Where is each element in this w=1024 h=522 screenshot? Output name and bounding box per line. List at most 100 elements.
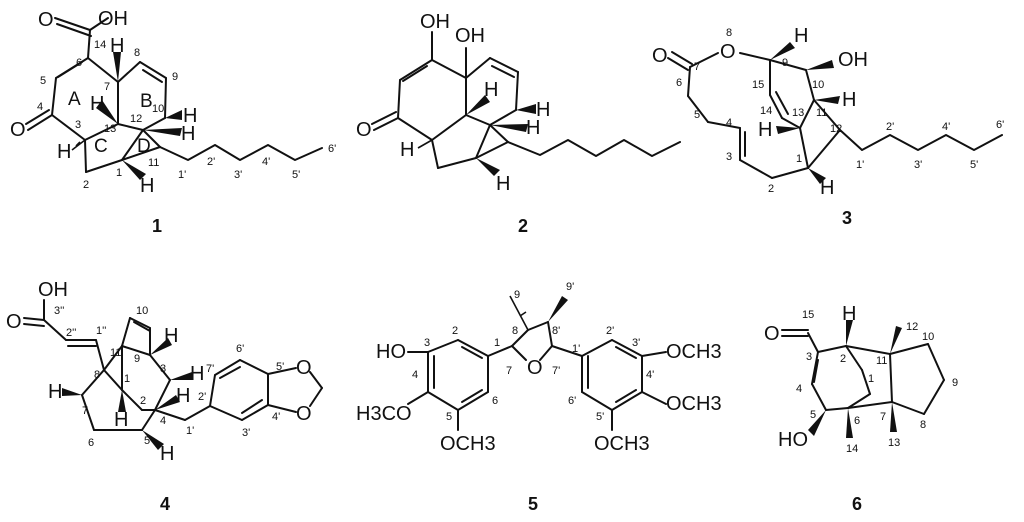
svg-text:8: 8 — [920, 419, 926, 431]
c2-oh-enol-label: OH — [420, 11, 450, 33]
c2-h-d-label: H — [400, 139, 414, 161]
c1-h3-label: H — [57, 141, 71, 163]
c3-h11-label: H — [842, 89, 856, 111]
svg-text:8: 8 — [134, 47, 140, 59]
c4-h5-label: H — [160, 443, 174, 465]
svg-text:4: 4 — [726, 117, 732, 129]
c3-o-ring-label: O — [720, 41, 736, 63]
c4-h7-label: H — [48, 381, 62, 403]
compound-6 — [781, 320, 945, 438]
svg-text:13: 13 — [104, 123, 116, 135]
compound-5-label: 5 — [528, 494, 538, 514]
svg-text:5': 5' — [596, 411, 604, 423]
svg-text:6: 6 — [76, 57, 82, 69]
svg-text:7: 7 — [82, 405, 88, 417]
c1-h12-label: H — [181, 123, 195, 145]
svg-text:6: 6 — [492, 395, 498, 407]
svg-text:5: 5 — [446, 411, 452, 423]
svg-text:4': 4' — [942, 121, 950, 133]
svg-text:4: 4 — [796, 383, 802, 395]
c4-h4-label: H — [176, 385, 190, 407]
svg-text:3: 3 — [75, 119, 81, 131]
svg-text:4': 4' — [262, 156, 270, 168]
svg-text:9: 9 — [952, 377, 958, 389]
c3-h9-label: H — [794, 25, 808, 47]
svg-text:2': 2' — [886, 121, 894, 133]
c2-oh-tert-label: OH — [455, 25, 485, 47]
c1-ring-d-label: D — [137, 136, 151, 157]
c4-oh-label: OH — [38, 279, 68, 301]
svg-text:1: 1 — [494, 337, 500, 349]
svg-text:13: 13 — [888, 437, 900, 449]
svg-text:4: 4 — [412, 369, 418, 381]
c3-h13-label: H — [758, 119, 772, 141]
svg-text:3': 3' — [234, 169, 242, 181]
svg-text:5: 5 — [694, 109, 700, 121]
svg-text:10: 10 — [812, 79, 824, 91]
svg-text:6': 6' — [236, 343, 244, 355]
compound-2-label: 2 — [518, 216, 528, 236]
c2-h-b-label: H — [536, 99, 550, 121]
svg-text:8: 8 — [726, 27, 732, 39]
svg-text:15: 15 — [802, 309, 814, 321]
c5-och3-4p-label: OCH3 — [666, 393, 722, 415]
svg-text:6: 6 — [676, 77, 682, 89]
c5-och3-5-label: OCH3 — [440, 433, 496, 455]
c1-h10-label: H — [183, 105, 197, 127]
c3-h1-label: H — [820, 177, 834, 199]
svg-text:2: 2 — [452, 325, 458, 337]
svg-text:3'': 3'' — [54, 305, 64, 317]
compound-4-label: 4 — [160, 494, 170, 514]
svg-text:4': 4' — [272, 411, 280, 423]
svg-text:2'': 2'' — [66, 327, 76, 339]
svg-text:6': 6' — [328, 143, 336, 155]
svg-text:10: 10 — [922, 331, 934, 343]
svg-text:9: 9 — [782, 57, 788, 69]
svg-text:2': 2' — [198, 391, 206, 403]
svg-text:6': 6' — [996, 119, 1004, 131]
c1-ring-c-label: C — [94, 136, 108, 157]
c6-locants: 15 2 12 10 3 11 9 4 1 5 6 7 8 14 13 — [796, 309, 958, 455]
svg-text:7': 7' — [206, 363, 214, 375]
c4-h9-label: H — [164, 325, 178, 347]
c2-h-a-label: H — [484, 79, 498, 101]
c6-ho-label: HO — [778, 429, 808, 451]
svg-text:3': 3' — [914, 159, 922, 171]
c4-h1-label: H — [114, 409, 128, 431]
c5-o-ring-label: O — [527, 357, 543, 379]
c4-h3-label: H — [190, 363, 204, 385]
c1-locants: 14 6 5 4 3 7 8 9 10 12 13 11 1 2 1' 2' 3… — [37, 39, 336, 191]
svg-text:7': 7' — [552, 365, 560, 377]
svg-text:9: 9 — [514, 289, 520, 301]
svg-text:7: 7 — [694, 61, 700, 73]
c6-o-ald-label: O — [764, 323, 780, 345]
compound-5 — [407, 295, 667, 431]
svg-text:7: 7 — [880, 411, 886, 423]
svg-text:8': 8' — [552, 325, 560, 337]
svg-text:14: 14 — [94, 39, 106, 51]
svg-text:1': 1' — [178, 169, 186, 181]
svg-text:7: 7 — [506, 365, 512, 377]
c3-oh-label: OH — [838, 49, 868, 71]
c5-h3co-label: H3CO — [356, 403, 412, 425]
svg-text:1': 1' — [856, 159, 864, 171]
svg-text:12: 12 — [130, 113, 142, 125]
svg-text:10: 10 — [136, 305, 148, 317]
c4-o-a-label: O — [296, 357, 312, 379]
c6-h2-label: H — [842, 303, 856, 325]
svg-text:2: 2 — [140, 395, 146, 407]
svg-text:3: 3 — [424, 337, 430, 349]
svg-text:5': 5' — [292, 169, 300, 181]
c1-ring-a-label: A — [68, 89, 81, 110]
svg-text:2': 2' — [606, 325, 614, 337]
svg-text:1': 1' — [572, 343, 580, 355]
svg-text:13: 13 — [792, 107, 804, 119]
c5-ho-label: HO — [376, 341, 406, 363]
c4-locants: 3'' 2'' 1'' 11 10 9 3 8 1 2 4 7 6 5 1' 2… — [54, 305, 284, 449]
compound-6-label: 6 — [852, 494, 862, 514]
svg-text:9': 9' — [566, 281, 574, 293]
svg-text:8: 8 — [512, 325, 518, 337]
c4-o-carbonyl-label: O — [6, 311, 22, 333]
